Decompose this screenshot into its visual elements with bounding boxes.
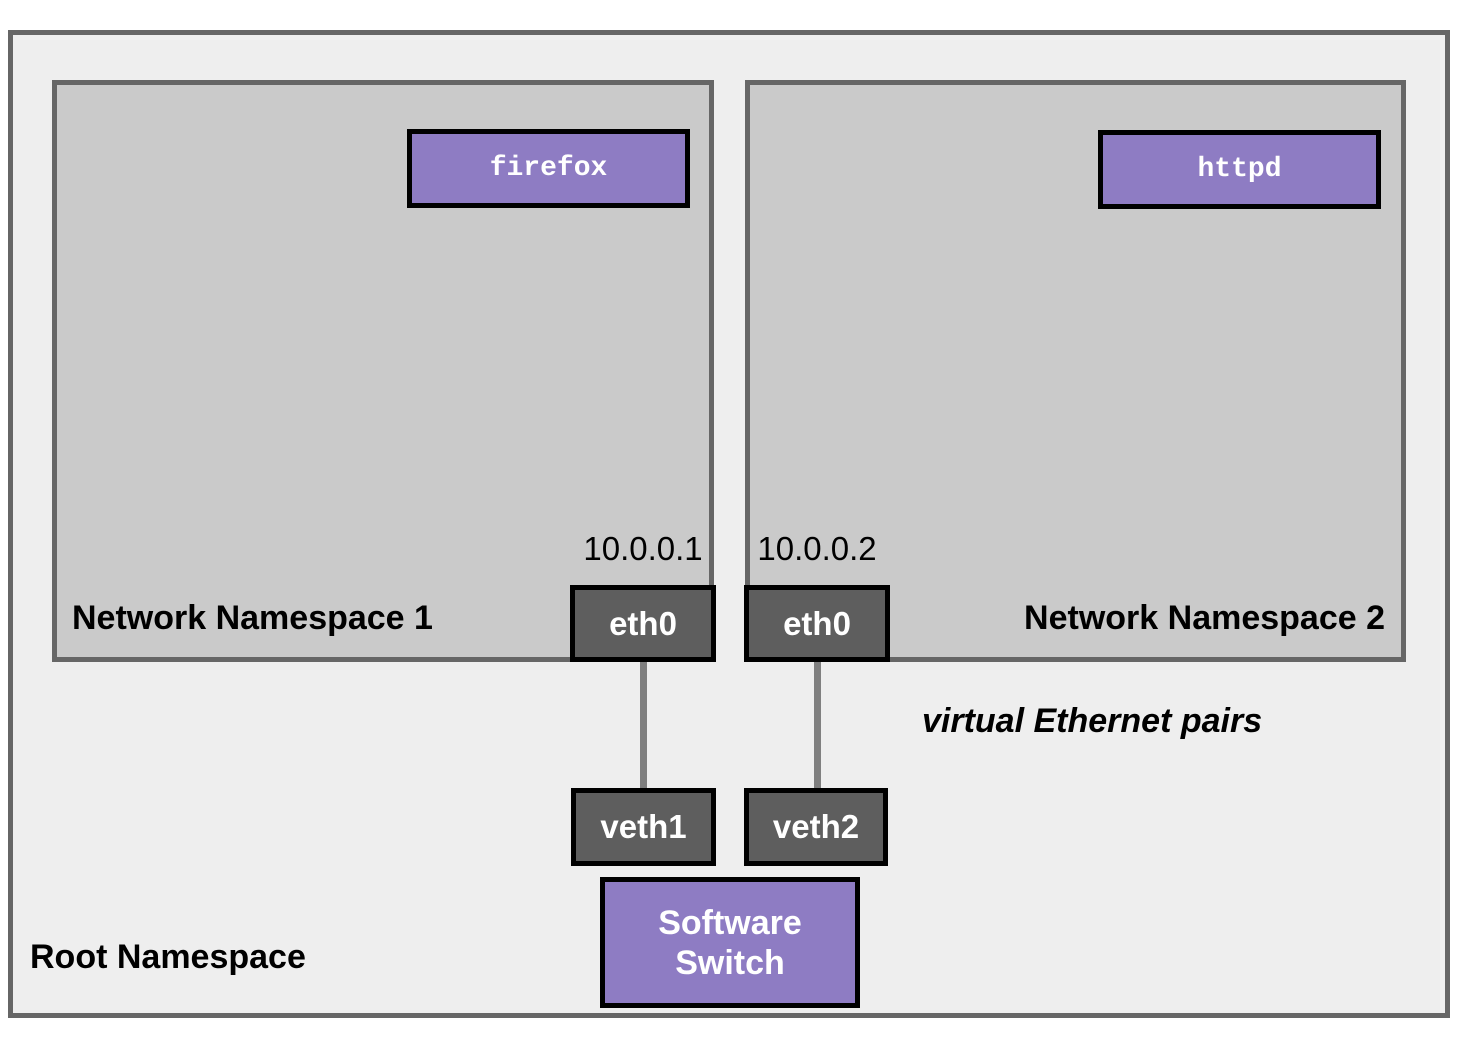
firefox-process-box: firefox — [407, 129, 690, 208]
veth-pair-connector-1 — [640, 662, 647, 788]
veth2-device-label: veth2 — [772, 808, 860, 845]
network-namespace-1-label: Network Namespace 1 — [72, 599, 433, 637]
ip-address-label-2: 10.0.0.2 — [757, 530, 877, 567]
eth0-interface-box-ns1: eth0 — [570, 585, 716, 662]
veth2-device-box: veth2 — [744, 788, 888, 866]
httpd-process-label: httpd — [1197, 154, 1282, 185]
root-namespace-label: Root Namespace — [30, 938, 306, 976]
eth0-interface-box-ns2: eth0 — [744, 585, 890, 662]
software-switch-label: Software Switch — [658, 903, 802, 982]
veth1-device-box: veth1 — [571, 788, 716, 866]
eth0-interface-label-ns1: eth0 — [609, 604, 677, 642]
veth1-device-label: veth1 — [600, 808, 687, 845]
ip-address-label-1: 10.0.0.1 — [583, 530, 703, 567]
firefox-process-label: firefox — [489, 153, 608, 184]
software-switch-box: Software Switch — [600, 877, 860, 1008]
network-namespace-2-label: Network Namespace 2 — [1024, 599, 1385, 637]
httpd-process-box: httpd — [1098, 130, 1381, 209]
virtual-ethernet-pairs-annotation: virtual Ethernet pairs — [922, 702, 1263, 740]
eth0-interface-label-ns2: eth0 — [783, 604, 851, 642]
veth-pair-connector-2 — [814, 662, 821, 788]
